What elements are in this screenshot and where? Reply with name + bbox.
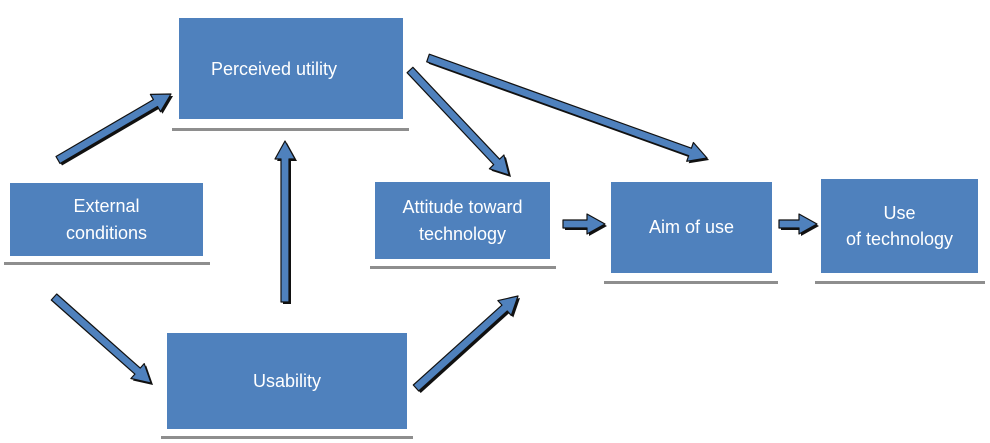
aim-of-use-box: Aim of use <box>611 182 772 273</box>
external-conditions-box: External conditions <box>10 183 203 256</box>
arrow-attitude-toward-technology-to-aim-of-use <box>562 213 606 235</box>
arrow-external-conditions-to-perceived-utility <box>55 93 172 165</box>
arrow-shadow-perceived-utility-to-aim-of-use <box>428 56 709 164</box>
attitude-toward-technology-box: Attitude toward technology <box>375 182 550 259</box>
arrow-shadow-perceived-utility-to-attitude-toward-technology <box>409 69 511 177</box>
arrow-shadow-usability-to-perceived-utility <box>277 143 297 304</box>
arrow-perceived-utility-to-attitude-toward-technology <box>406 66 510 176</box>
usability-underline <box>161 436 413 439</box>
use-of-technology-underline <box>815 281 985 284</box>
arrow-external-conditions-to-usability <box>50 293 152 384</box>
perceived-utility-underline <box>172 128 409 131</box>
aim-of-use-underline <box>604 281 778 284</box>
perceived-utility-box: Perceived utility <box>179 18 403 119</box>
arrow-aim-of-use-to-use-of-technology <box>778 213 818 235</box>
arrow-shadow-aim-of-use-to-use-of-technology <box>781 216 819 236</box>
arrow-shadow-usability-to-attitude-toward-technology <box>415 298 520 393</box>
arrow-shadow-attitude-toward-technology-to-aim-of-use <box>565 216 607 236</box>
arrow-perceived-utility-to-aim-of-use <box>426 53 708 162</box>
attitude-underline <box>370 266 556 269</box>
arrow-shadow-external-conditions-to-perceived-utility <box>58 96 173 166</box>
external-conditions-underline <box>4 262 210 265</box>
arrow-usability-to-perceived-utility <box>274 140 296 303</box>
usability-box: Usability <box>167 333 407 429</box>
use-of-technology-box: Use of technology <box>821 179 978 273</box>
arrow-usability-to-attitude-toward-technology <box>412 295 519 392</box>
arrow-shadow-external-conditions-to-usability <box>53 296 153 385</box>
